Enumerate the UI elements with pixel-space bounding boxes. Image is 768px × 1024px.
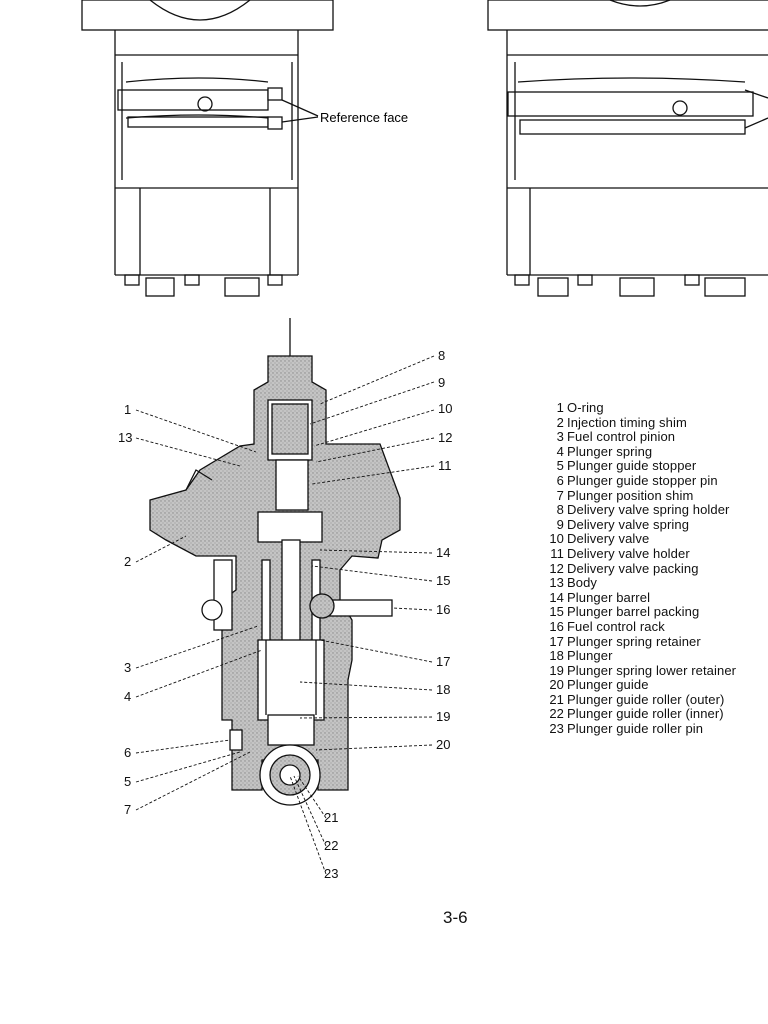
callout-6: 6	[124, 745, 131, 760]
callout-3: 3	[124, 660, 131, 675]
pump-view-left	[81, 0, 334, 297]
callout-17: 17	[436, 654, 450, 669]
leader-lines	[135, 355, 435, 875]
callout-4: 4	[124, 689, 131, 704]
callout-20: 20	[436, 737, 450, 752]
callout-15: 15	[436, 573, 450, 588]
callout-12: 12	[438, 430, 452, 445]
page-number: 3-6	[443, 908, 468, 927]
reference-face-label: Reference face	[320, 110, 408, 125]
callout-19: 19	[436, 709, 450, 724]
callout-14: 14	[436, 545, 450, 560]
callout-13: 13	[118, 430, 132, 445]
callout-21: 21	[324, 810, 338, 825]
pump-view-right	[487, 0, 768, 297]
callout-18: 18	[436, 682, 450, 697]
callout-numbers: 8 9 10 12 11 14 15 16 17 18 19 20 21 22 …	[118, 348, 452, 881]
callout-9: 9	[438, 375, 445, 390]
callout-11: 11	[438, 458, 452, 473]
callout-7: 7	[124, 802, 131, 817]
pump-cross-section	[149, 318, 401, 806]
callout-5: 5	[124, 774, 131, 789]
callout-16: 16	[436, 602, 450, 617]
callout-1: 1	[124, 402, 131, 417]
callout-22: 22	[324, 838, 338, 853]
callout-23: 23	[324, 866, 338, 881]
callout-10: 10	[438, 401, 452, 416]
callout-8: 8	[438, 348, 445, 363]
callout-2: 2	[124, 554, 131, 569]
